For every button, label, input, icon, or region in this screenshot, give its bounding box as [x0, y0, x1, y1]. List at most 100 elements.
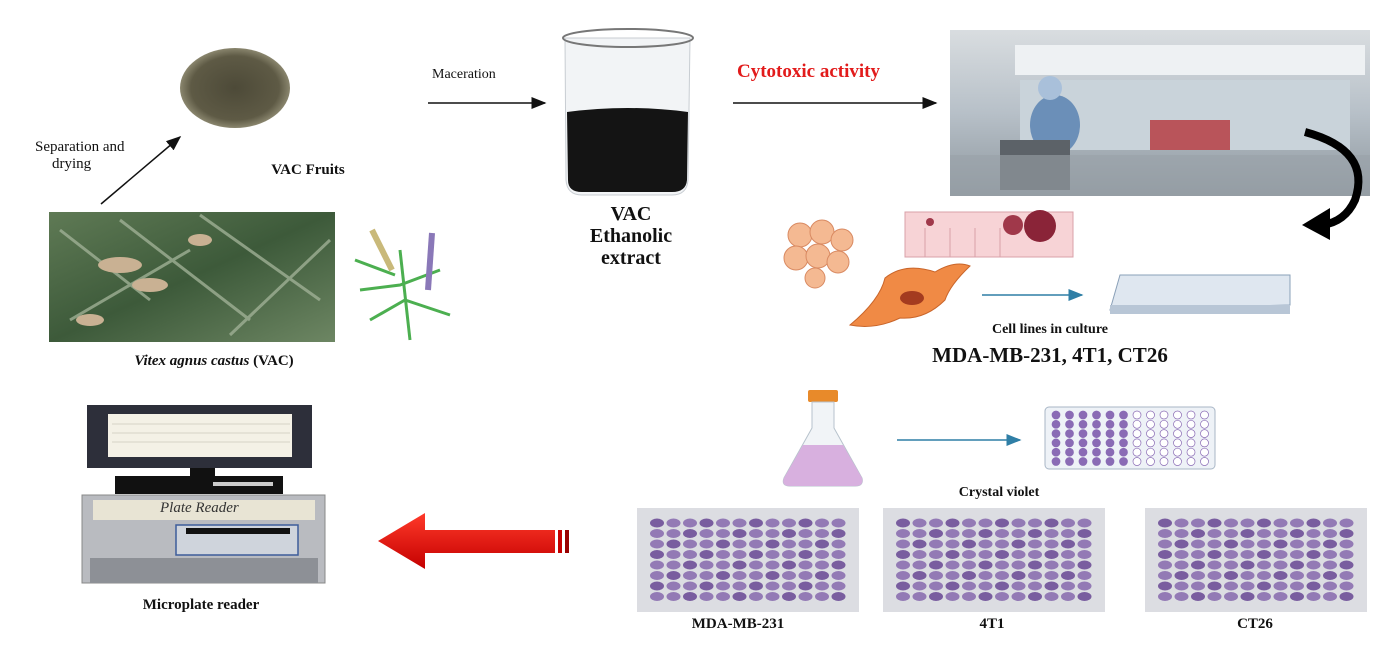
well	[1207, 560, 1222, 570]
well	[1078, 457, 1088, 466]
well	[978, 518, 993, 528]
well	[1119, 410, 1128, 420]
well	[1257, 539, 1271, 549]
well	[962, 518, 976, 528]
well	[1028, 529, 1042, 538]
well	[1207, 571, 1222, 580]
well	[1078, 429, 1088, 438]
well	[1306, 592, 1321, 601]
well	[1119, 438, 1128, 448]
well	[978, 571, 993, 580]
well	[1105, 457, 1115, 466]
well	[1119, 419, 1128, 429]
well	[1207, 581, 1222, 591]
well	[896, 592, 910, 601]
well	[1290, 571, 1304, 580]
well	[945, 550, 960, 559]
well	[798, 529, 813, 538]
well	[1146, 410, 1155, 420]
well	[1339, 518, 1354, 528]
well	[1028, 560, 1042, 570]
vac-illustration	[354, 228, 451, 341]
well	[1119, 429, 1128, 438]
well	[1077, 550, 1092, 559]
well	[1174, 529, 1189, 538]
extract-label-line: extract	[601, 247, 661, 269]
well	[782, 560, 796, 570]
well	[1323, 571, 1337, 580]
well	[699, 571, 714, 580]
well	[1207, 518, 1222, 528]
well	[1159, 438, 1169, 448]
well	[1174, 518, 1189, 528]
well	[1105, 447, 1115, 457]
well	[1158, 560, 1172, 570]
well	[1132, 438, 1142, 448]
well	[1146, 457, 1155, 466]
well	[666, 529, 681, 538]
well	[962, 539, 976, 549]
well	[1044, 592, 1059, 601]
well	[831, 592, 846, 601]
well	[929, 571, 943, 580]
well	[798, 539, 813, 549]
separation-arrow	[100, 136, 182, 205]
well	[815, 539, 829, 549]
well	[650, 592, 664, 601]
well	[1065, 410, 1074, 420]
well	[1273, 529, 1288, 538]
well	[962, 529, 976, 538]
crystal-violet-flask-icon	[782, 390, 863, 487]
well	[683, 592, 697, 601]
well	[1065, 438, 1074, 448]
well	[798, 571, 813, 580]
well	[1158, 539, 1172, 549]
well	[1273, 518, 1288, 528]
well	[683, 550, 697, 559]
well	[1077, 529, 1092, 538]
well	[716, 518, 730, 528]
well	[716, 592, 730, 601]
well	[1174, 550, 1189, 559]
well	[666, 539, 681, 549]
well	[929, 539, 943, 549]
well	[1191, 571, 1205, 580]
well	[995, 539, 1009, 549]
well	[912, 539, 927, 549]
well	[1173, 457, 1182, 466]
well	[699, 518, 714, 528]
well	[749, 560, 763, 570]
well	[1290, 592, 1304, 601]
well	[1105, 438, 1115, 448]
well	[1065, 457, 1074, 466]
beaker-extract-image	[562, 28, 694, 196]
plate-label-ct26: CT26	[1237, 616, 1273, 632]
well	[666, 518, 681, 528]
well	[945, 529, 960, 538]
well	[1240, 550, 1255, 559]
well	[1044, 581, 1059, 591]
well	[749, 571, 763, 580]
well	[1146, 419, 1155, 429]
well	[1224, 560, 1238, 570]
well	[1200, 410, 1209, 420]
well	[1257, 529, 1271, 538]
well	[699, 539, 714, 549]
well	[1224, 550, 1238, 559]
well	[831, 529, 846, 538]
well	[732, 571, 747, 580]
well	[831, 571, 846, 580]
well	[749, 518, 763, 528]
well	[929, 560, 943, 570]
well	[1240, 560, 1255, 570]
well	[1207, 529, 1222, 538]
well	[798, 550, 813, 559]
well	[1105, 419, 1115, 429]
well	[978, 539, 993, 549]
well	[1224, 539, 1238, 549]
well	[749, 550, 763, 559]
well	[912, 571, 927, 580]
well	[666, 550, 681, 559]
well	[650, 560, 664, 570]
well	[1207, 550, 1222, 559]
